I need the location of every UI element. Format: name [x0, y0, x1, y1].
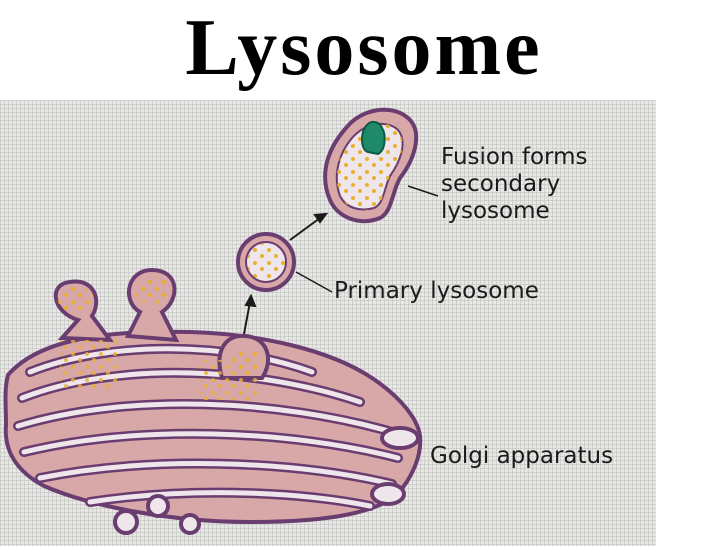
- label-primary-lysosome: Primary lysosome: [334, 278, 539, 304]
- arrow-golgi-to-primary: [243, 301, 251, 335]
- budding-vesicle-left: [53, 279, 115, 343]
- small-vesicles: [113, 426, 420, 535]
- arrows: [243, 212, 329, 335]
- label-secondary-lysosome: Fusion forms secondary lysosome: [441, 144, 588, 224]
- label-golgi-apparatus: Golgi apparatus: [430, 443, 614, 469]
- golgi-apparatus: [3, 267, 423, 535]
- primary-lysosome: [236, 232, 296, 292]
- arrow-primary-to-secondary: [289, 217, 321, 241]
- engulfed-particle: [361, 120, 386, 156]
- secondary-lysosome: [323, 107, 419, 224]
- page-title: Lysosome: [185, 4, 543, 92]
- budding-vesicle-middle: [124, 267, 180, 343]
- leader-lines: [295, 185, 439, 293]
